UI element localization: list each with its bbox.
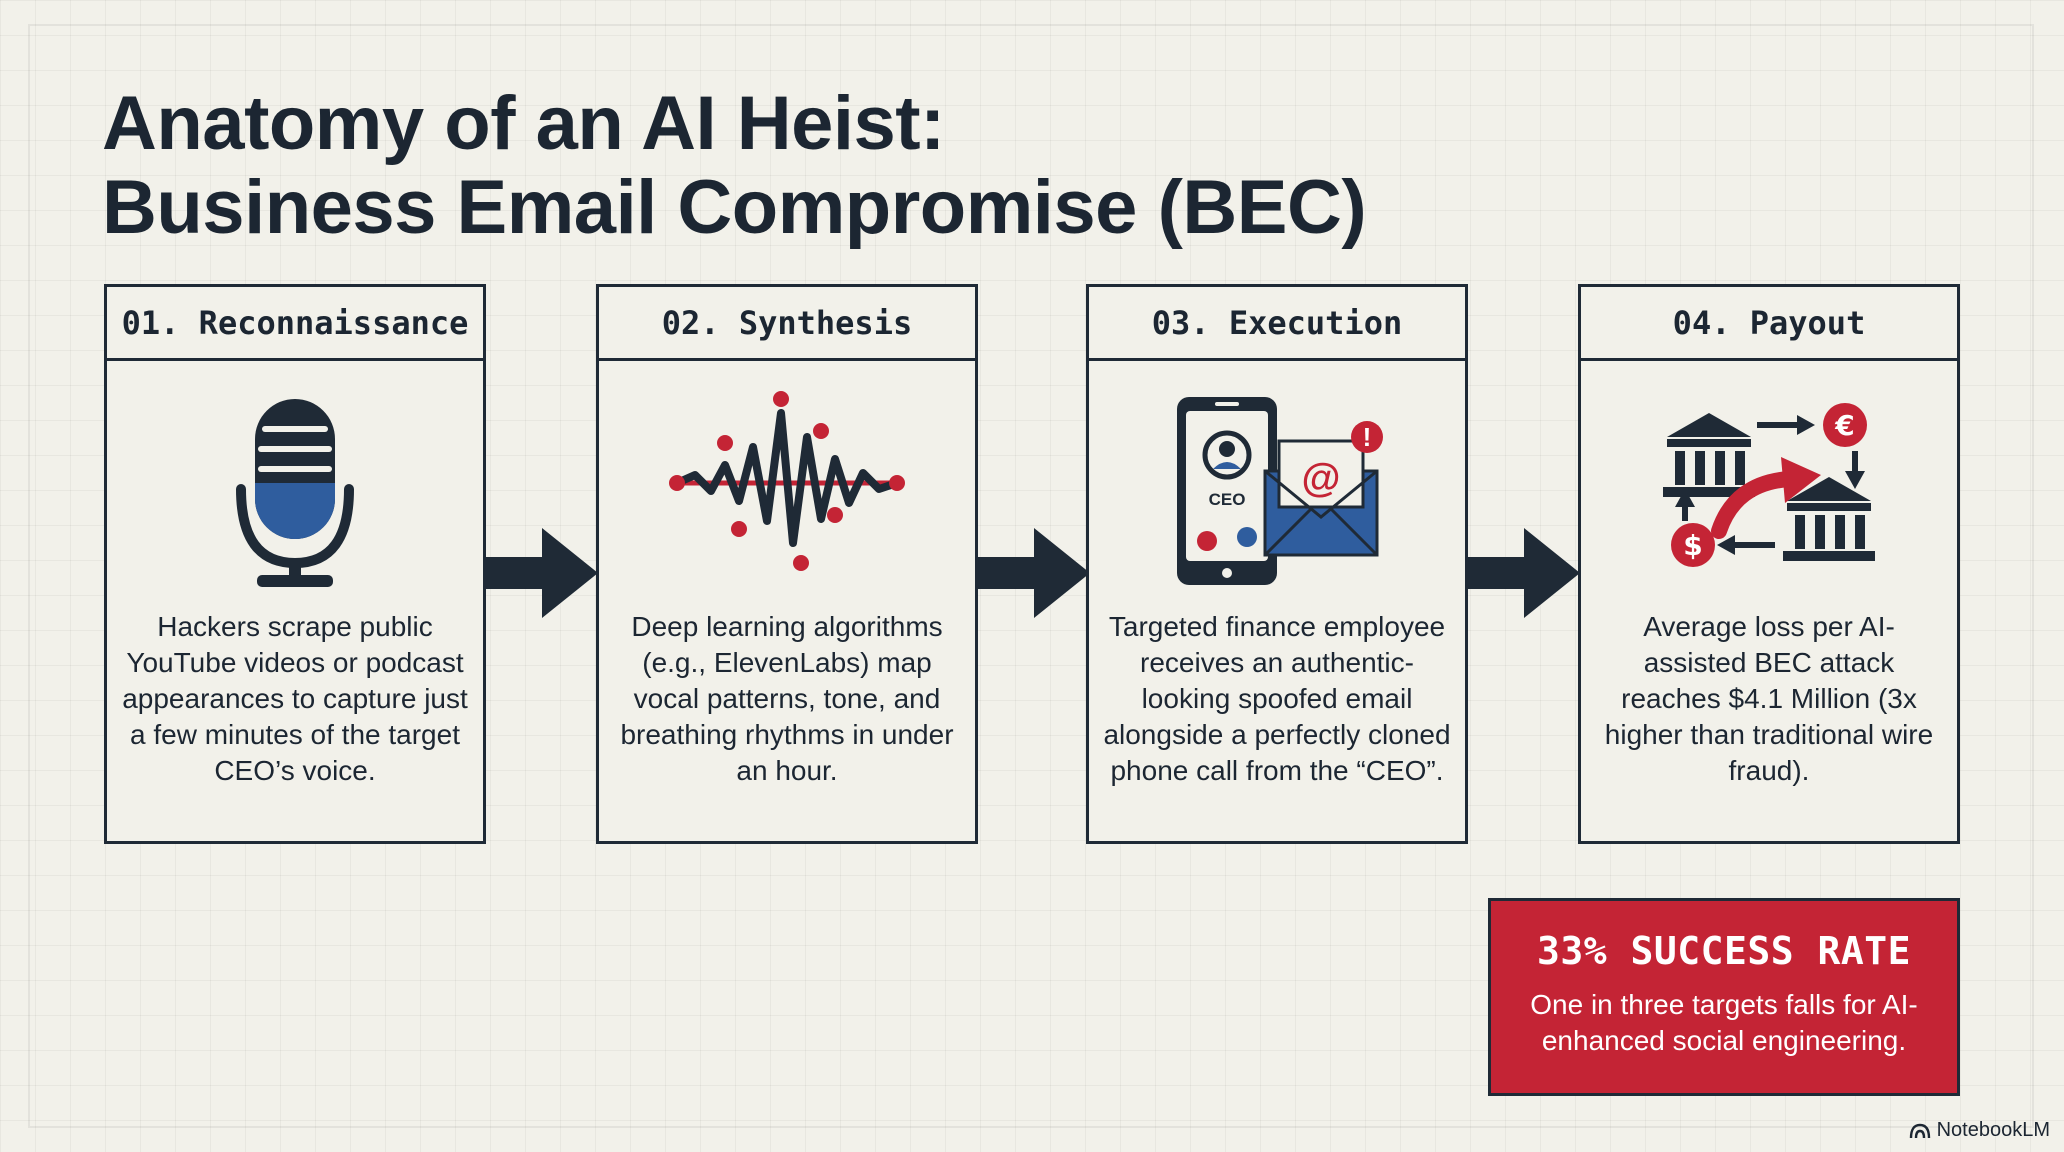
phone-email-icon: CEO @ ! xyxy=(1177,397,1383,585)
step-card-execution: 03. Execution CEO @ ! Targeted finance e… xyxy=(1086,284,1468,844)
step-description: Average loss per AI-assisted BEC attack … xyxy=(1604,611,1934,786)
step-header: 01. Reconnaissance xyxy=(107,287,483,361)
page-title: Anatomy of an AI Heist: Business Email C… xyxy=(102,81,1367,250)
slide-frame xyxy=(28,24,2034,1128)
arrow-right-icon xyxy=(486,528,598,618)
bank-transfer-icon: € $ xyxy=(1663,403,1875,567)
microphone-icon xyxy=(236,399,354,587)
step-header: 02. Synthesis xyxy=(599,287,975,361)
success-rate-callout: 33% SUCCESS RATE One in three targets fa… xyxy=(1488,898,1960,1096)
step-card-synthesis: 02. Synthesis Deep learning algorithms (… xyxy=(596,284,978,844)
step-description: Hackers scrape public YouTube videos or … xyxy=(122,611,468,786)
title-line-2: Business Email Compromise (BEC) xyxy=(102,165,1367,250)
caller-label: CEO xyxy=(1209,490,1246,509)
svg-text:$: $ xyxy=(1683,529,1702,562)
notebooklm-logo-icon xyxy=(1909,1123,1930,1138)
notebooklm-brand: NotebookLM xyxy=(1909,1119,2050,1142)
title-line-1: Anatomy of an AI Heist: xyxy=(102,81,945,166)
svg-text:€: € xyxy=(1834,409,1854,442)
step-card-reconnaissance: 01. Reconnaissance Hackers scrape public… xyxy=(104,284,486,844)
arrow-right-icon xyxy=(978,528,1090,618)
svg-text:@: @ xyxy=(1301,456,1340,500)
success-rate-description: One in three targets falls for AI-enhanc… xyxy=(1530,989,1918,1056)
waveform-icon xyxy=(669,391,905,571)
brand-label: NotebookLM xyxy=(1936,1119,2050,1141)
success-rate-title: 33% SUCCESS RATE xyxy=(1536,929,1912,973)
step-description: Targeted finance employee receives an au… xyxy=(1103,611,1451,786)
step-card-payout: 04. Payout € $ xyxy=(1578,284,1960,844)
arrow-right-icon xyxy=(1468,528,1580,618)
step-header: 03. Execution xyxy=(1089,287,1465,361)
step-description: Deep learning algorithms (e.g., ElevenLa… xyxy=(620,611,954,786)
step-header: 04. Payout xyxy=(1581,287,1957,361)
svg-text:!: ! xyxy=(1363,422,1372,452)
